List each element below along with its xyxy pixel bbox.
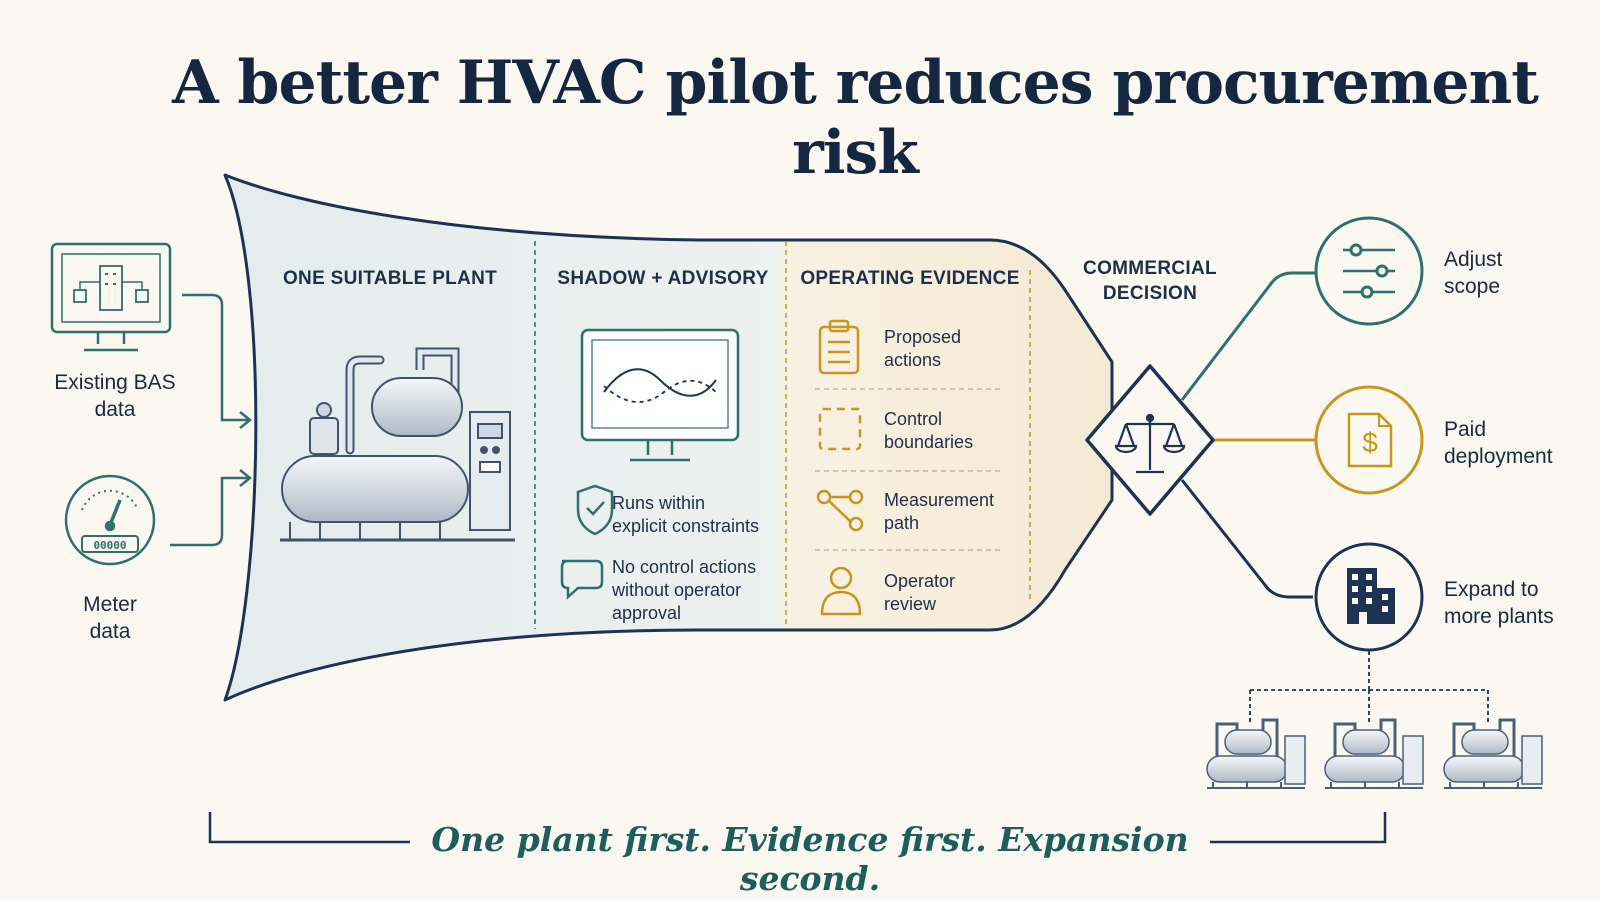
- meter-data-label: Meter data: [83, 593, 137, 643]
- bas-connector: [182, 293, 253, 429]
- evidence-item-proposed-actions: Proposed actions: [884, 327, 962, 370]
- page-title: A better HVAC pilot reduces procurement …: [172, 48, 1539, 188]
- evidence-separators: [815, 388, 1000, 551]
- chiller-plant-icon: [280, 347, 515, 542]
- expansion-tree: [1249, 651, 1489, 722]
- tagline: One plant first. Evidence first. Expansi…: [431, 820, 1189, 898]
- monitor-building-icon: [50, 242, 172, 352]
- balance-scale-icon: [1085, 364, 1215, 516]
- outcome-paid-deployment: Paid deployment: [1444, 418, 1553, 468]
- decision-branches: [1180, 271, 1317, 599]
- meter-readout: 00000: [93, 539, 126, 552]
- path-nodes-icon: [816, 489, 864, 532]
- outcome-adjust-scope: Adjust scope: [1444, 248, 1503, 298]
- commercial-decision-label: COMMERCIAL DECISION: [1083, 258, 1217, 304]
- person-icon: [820, 566, 862, 616]
- shadow-item-constraints: Runs within explicit constraints: [612, 493, 760, 536]
- mini-plant-icon: [1323, 718, 1425, 790]
- bottom-bracket: [208, 812, 1387, 844]
- mini-plant-icon: [1442, 718, 1544, 790]
- mini-plant-icon: [1205, 718, 1307, 790]
- dashed-square-icon: [818, 407, 862, 451]
- dollar-document-icon: [1314, 385, 1424, 495]
- evidence-item-control-boundaries: Control boundaries: [884, 409, 974, 452]
- shield-check-icon: [576, 484, 614, 536]
- evidence-item-measurement-path: Measurement path: [884, 490, 995, 533]
- dollar-sign: $: [1362, 427, 1378, 458]
- stage-header-evidence: OPERATING EVIDENCE: [800, 268, 1020, 289]
- stage-header-shadow: SHADOW + ADVISORY: [557, 268, 769, 289]
- stage-header-plant: ONE SUITABLE PLANT: [282, 268, 498, 289]
- shadow-item-approval: No control actions without operator appr…: [612, 557, 757, 623]
- gauge-meter-icon: [64, 474, 156, 566]
- speech-bubble-icon: [560, 559, 604, 600]
- sliders-icon: [1314, 216, 1424, 326]
- meter-connector: [170, 469, 253, 547]
- bas-data-label: Existing BAS data: [54, 371, 176, 421]
- clipboard-icon: [818, 319, 860, 375]
- advisory-monitor-icon: [580, 328, 740, 462]
- outcome-expand-plants: Expand to more plants: [1444, 578, 1554, 628]
- office-building-icon: [1314, 542, 1424, 652]
- evidence-item-operator-review: Operator review: [884, 571, 956, 614]
